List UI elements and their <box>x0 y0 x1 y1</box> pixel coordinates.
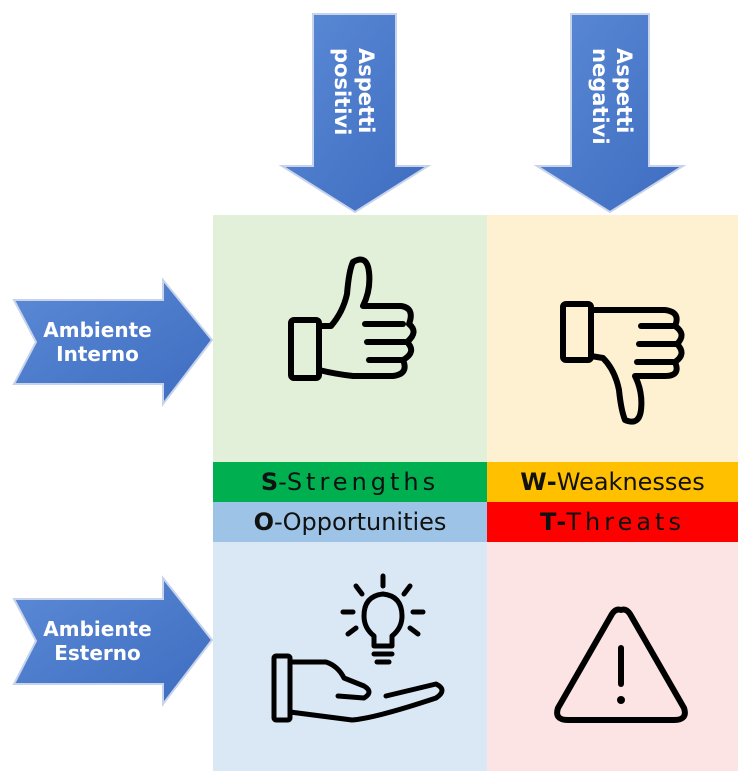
warning-icon <box>554 606 688 723</box>
opportunities-label: O - Opportunities <box>213 502 487 542</box>
thumbs-down-icon <box>560 301 685 425</box>
strengths-quadrant <box>213 215 487 462</box>
down-arrow-negativi <box>533 13 687 214</box>
down-arrow-positivi <box>278 13 432 214</box>
threats-label: T - Threats <box>487 502 738 542</box>
thumbs-up-icon <box>288 256 417 381</box>
opportunities-quadrant <box>213 542 487 771</box>
threats-quadrant <box>487 542 738 771</box>
hand-lightbulb-icon <box>271 573 445 723</box>
right-arrow-esterno <box>12 575 214 707</box>
weaknesses-label: W - Weaknesses <box>487 462 738 502</box>
strengths-label: S - Strengths <box>213 462 487 502</box>
weaknesses-quadrant <box>487 215 738 462</box>
right-arrow-interno <box>12 277 214 407</box>
